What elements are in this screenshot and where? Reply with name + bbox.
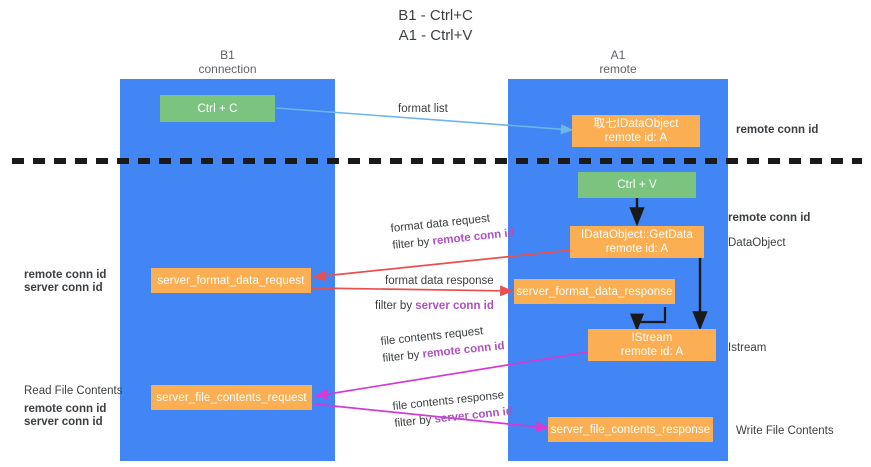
arrow-format-list bbox=[275, 107, 574, 135]
node-server-format-data-request-label: server_format_data_request bbox=[157, 274, 305, 287]
side-label-write-file-contents: Write File Contents bbox=[736, 425, 834, 437]
node-ctrl-c[interactable]: Ctrl + C bbox=[160, 95, 275, 122]
node-server-format-data-request[interactable]: server_format_data_request bbox=[151, 268, 311, 293]
filter-prefix: filter by bbox=[375, 300, 416, 312]
lane-header-b1: B1 connection bbox=[120, 48, 335, 76]
node-server-format-data-response[interactable]: server_format_data_response bbox=[514, 279, 675, 304]
node-idataobject-remote[interactable]: 取七IDataObject remote id: A bbox=[572, 115, 700, 147]
lane-b1-role: connection bbox=[198, 62, 257, 76]
side-label-dataobject: DataObject bbox=[728, 237, 786, 249]
node-ctrl-v-label: Ctrl + V bbox=[617, 179, 657, 191]
edge-label-format-list: format list bbox=[398, 103, 448, 115]
node-ctrl-c-label: Ctrl + C bbox=[197, 102, 238, 115]
node-idataobject-remote-line2: remote id: A bbox=[604, 132, 668, 144]
edge-label-format-data-response-filter: filter by server conn id bbox=[375, 299, 494, 313]
edge-label-format-data-response: format data response bbox=[385, 275, 494, 287]
arrow-file-contents-request bbox=[314, 351, 589, 400]
side-label-read-file-contents: Read File Contents bbox=[24, 385, 123, 397]
node-ctrl-v[interactable]: Ctrl + V bbox=[578, 172, 696, 198]
side-label-remote-conn-id-top: remote conn id bbox=[736, 124, 819, 136]
node-server-file-contents-response[interactable]: server_file_contents_response bbox=[548, 417, 713, 442]
filter-key-server-conn-id: server conn id bbox=[415, 300, 494, 312]
side-label-istream: Istream bbox=[728, 342, 767, 354]
node-idataobject-getdata[interactable]: IDataObject::GetData remote id: A bbox=[570, 226, 704, 258]
node-getdata-line2: remote id: A bbox=[605, 243, 669, 255]
node-server-file-contents-request-label: server_file_contents_request bbox=[156, 391, 307, 404]
title-line-1: B1 - Ctrl+C bbox=[398, 7, 473, 24]
lane-a1-role: remote bbox=[599, 62, 637, 76]
side-label-left-remote-conn-id-2: remote conn id bbox=[24, 403, 107, 415]
lane-b1-name: B1 bbox=[220, 48, 235, 62]
node-server-file-contents-response-label: server_file_contents_response bbox=[550, 423, 711, 436]
arrow-format-data-request bbox=[312, 249, 573, 282]
node-idataobject-remote-line1: 取七IDataObject bbox=[593, 118, 679, 130]
arrow-response-to-istream bbox=[629, 307, 667, 332]
side-label-left-remote-conn-id: remote conn id bbox=[24, 269, 107, 281]
arrow-file-contents-response bbox=[313, 403, 550, 433]
node-istream[interactable]: IStream remote id: A bbox=[588, 329, 716, 361]
side-label-left-server-conn-id-2: server conn id bbox=[24, 416, 103, 428]
page-title: B1 - Ctrl+C A1 - Ctrl+V bbox=[0, 6, 871, 46]
title-line-2: A1 - Ctrl+V bbox=[398, 27, 473, 44]
lane-a1-name: A1 bbox=[610, 48, 626, 62]
node-server-file-contents-request[interactable]: server_file_contents_request bbox=[151, 385, 312, 410]
lane-header-a1: A1 remote bbox=[508, 48, 728, 76]
side-label-left-server-conn-id: server conn id bbox=[24, 282, 103, 294]
node-istream-line2: remote id: A bbox=[620, 346, 684, 358]
side-label-remote-conn-id-mid: remote conn id bbox=[728, 212, 811, 224]
node-istream-line1: IStream bbox=[631, 332, 673, 344]
node-server-format-data-response-label: server_format_data_response bbox=[516, 285, 673, 298]
node-getdata-line1: IDataObject::GetData bbox=[581, 229, 693, 241]
arrow-format-data-response bbox=[311, 285, 514, 297]
